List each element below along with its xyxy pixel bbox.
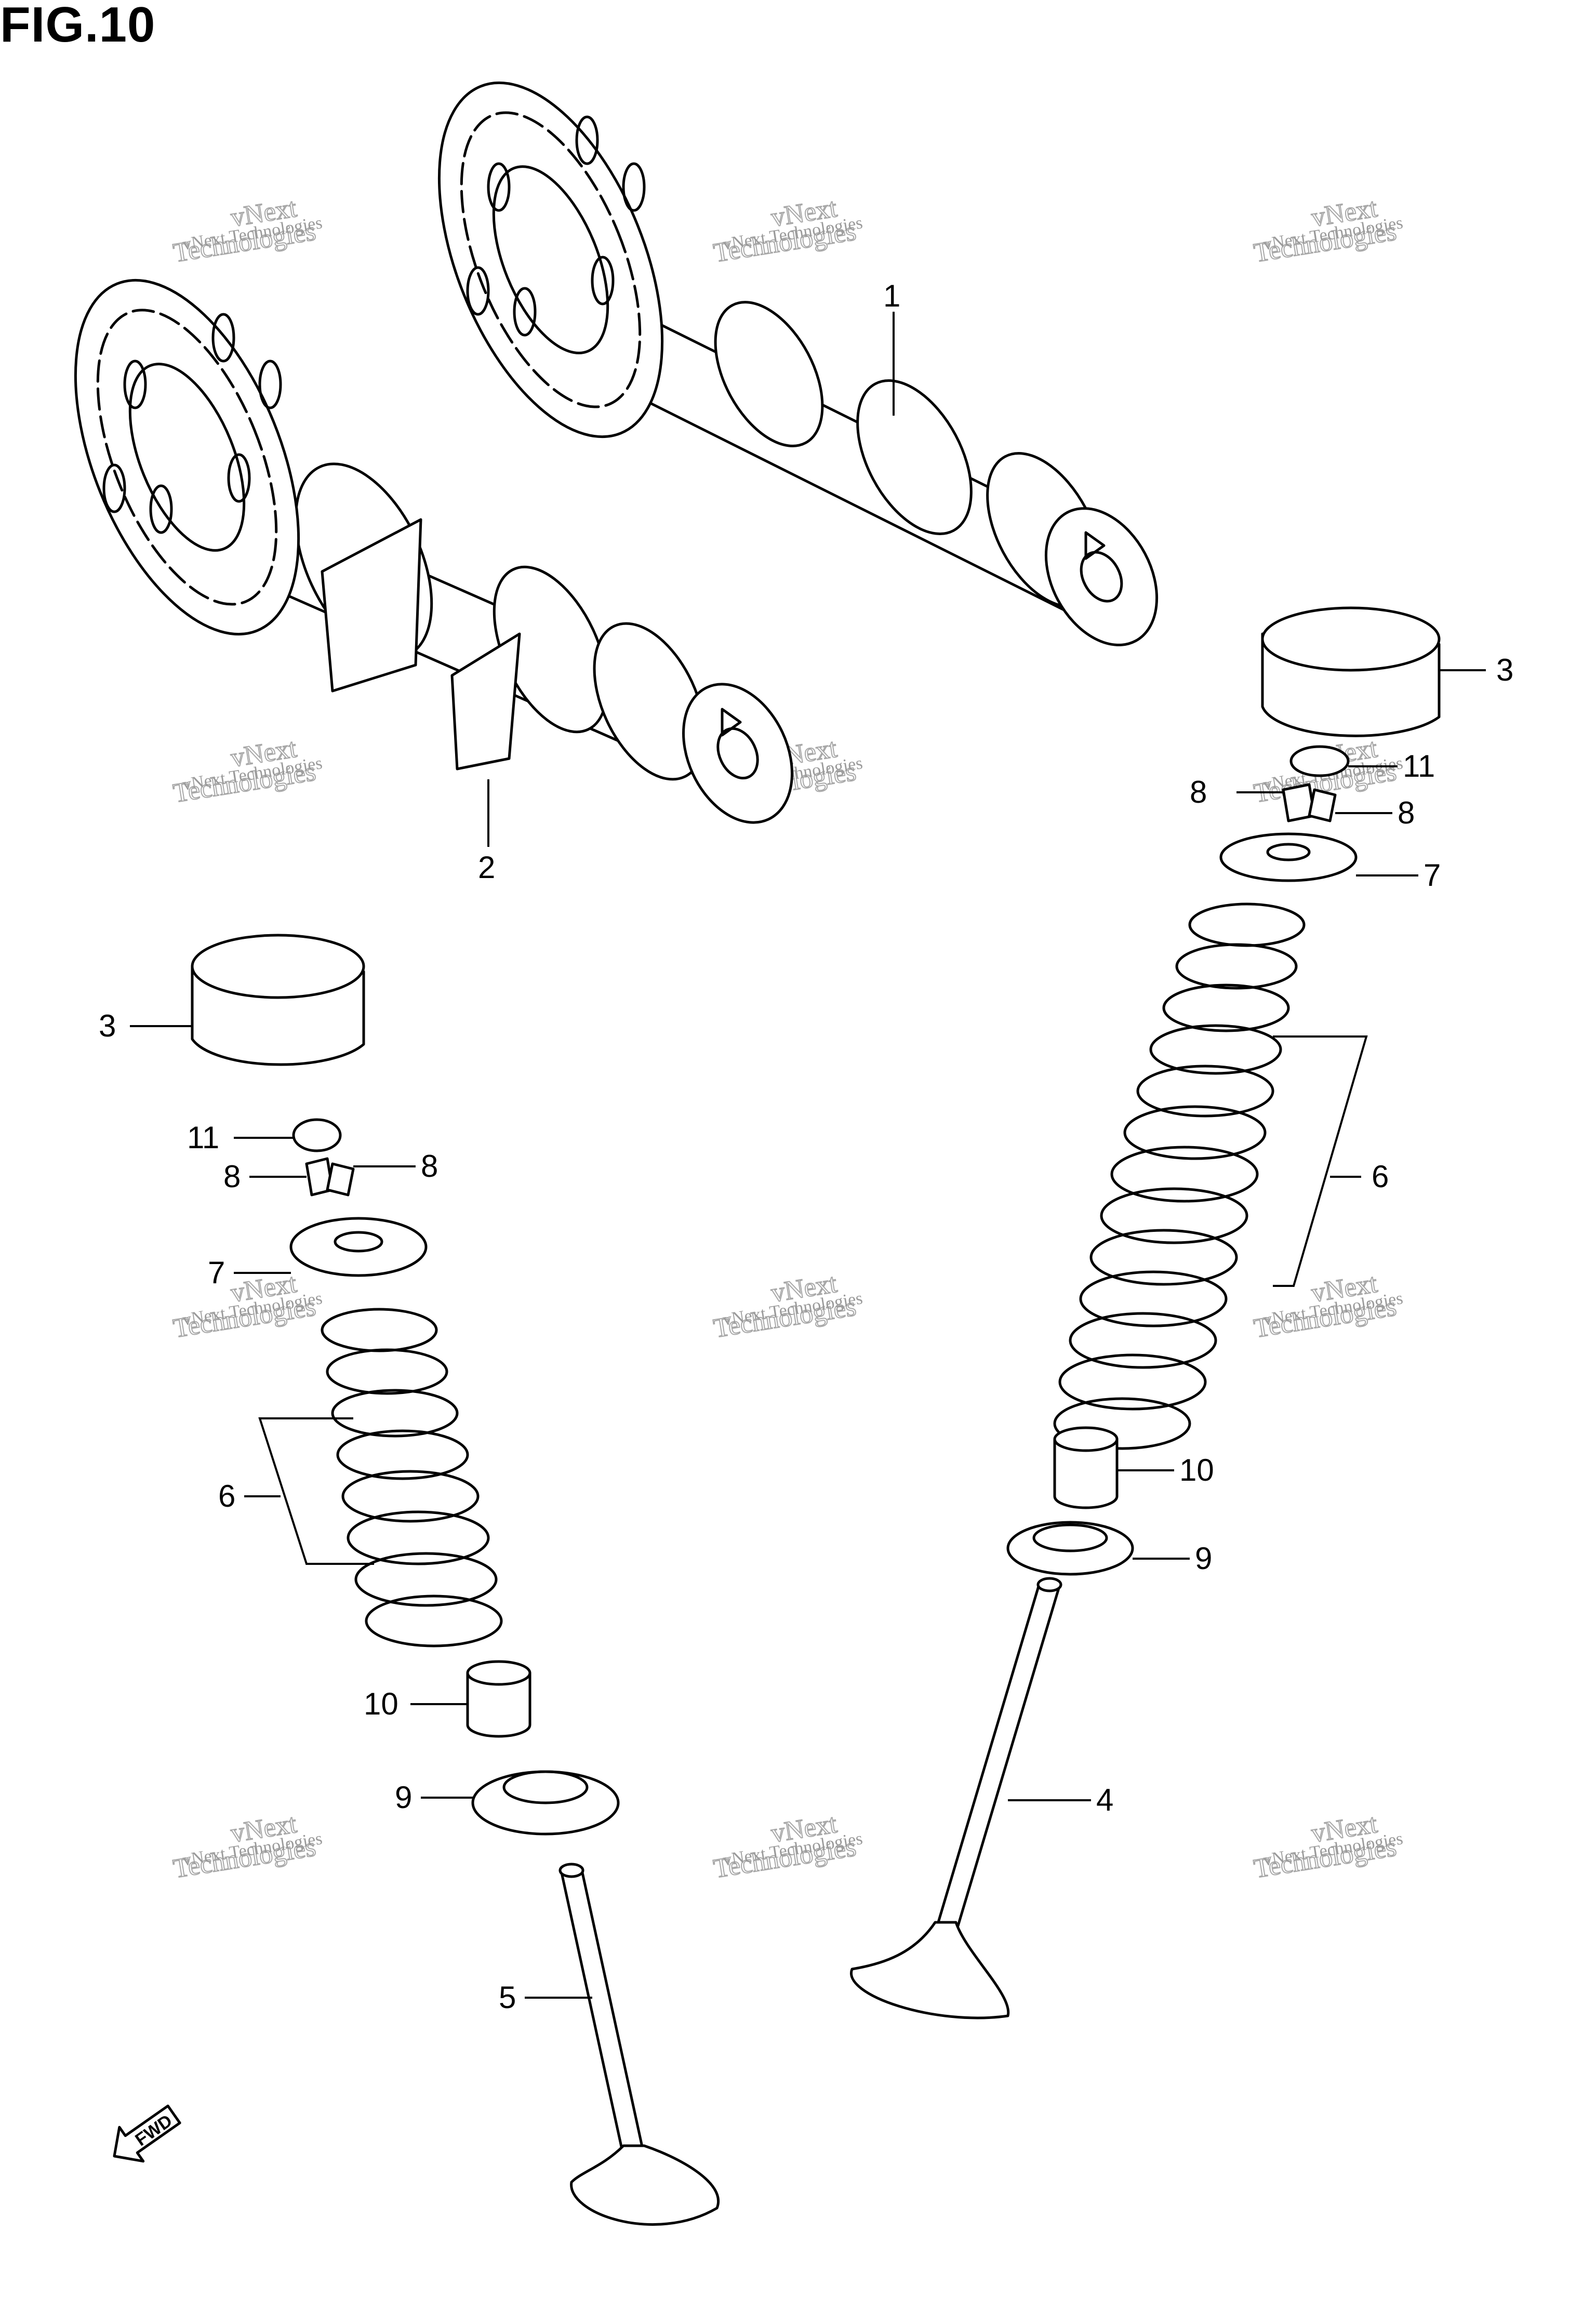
watermark-r4c1: Technologies vNext Technologies vNext bbox=[171, 1809, 324, 1884]
callout-6-right: 6 bbox=[1372, 1159, 1389, 1194]
callout-4: 4 bbox=[1096, 1783, 1113, 1817]
callout-layer: 1 2 3 3 4 5 6 6 7 7 8 8 bbox=[99, 278, 1513, 2015]
camshaft-intake bbox=[74, 278, 793, 824]
watermark-r4c3: Technologies vNext Technologies vNext bbox=[1252, 1809, 1404, 1884]
fwd-marker: FWD bbox=[113, 2104, 181, 2163]
callout-7-left: 7 bbox=[208, 1255, 225, 1290]
valve-assembly-right bbox=[850, 606, 1441, 2019]
figure-title: FIG.10 bbox=[0, 0, 156, 52]
callout-3-left: 3 bbox=[99, 1008, 116, 1043]
callout-8-left-b: 8 bbox=[421, 1149, 438, 1184]
callout-8-left-a: 8 bbox=[223, 1159, 241, 1194]
callout-8-right-a: 8 bbox=[1190, 775, 1207, 809]
callout-3-right: 3 bbox=[1496, 653, 1513, 687]
callout-11-left: 11 bbox=[187, 1120, 219, 1155]
watermark-r2c1: Technologies vNext Technologies vNext bbox=[171, 733, 324, 809]
callout-10-right: 10 bbox=[1179, 1453, 1214, 1487]
callout-9-left: 9 bbox=[395, 1780, 412, 1815]
camshaft-exhaust bbox=[437, 81, 1159, 646]
callout-11-right: 11 bbox=[1403, 749, 1435, 783]
watermark-r4c2: Technologies vNext Technologies vNext bbox=[711, 1809, 864, 1884]
watermark-r3c1: Technologies vNext Technologies vNext bbox=[171, 1268, 324, 1344]
forward-arrow-icon bbox=[113, 2104, 181, 2163]
callout-6-left: 6 bbox=[218, 1479, 235, 1513]
valve-assembly-left bbox=[191, 934, 720, 2226]
callout-9-right: 9 bbox=[1195, 1541, 1212, 1576]
callout-5: 5 bbox=[499, 1980, 516, 2015]
callout-8-right-b: 8 bbox=[1398, 795, 1415, 830]
spring-coils-right bbox=[1053, 902, 1306, 1450]
watermark-r1c2: Technologies vNext Technologies vNext bbox=[711, 193, 864, 269]
callout-10-left: 10 bbox=[364, 1686, 398, 1721]
watermark-r1c3: Technologies vNext Technologies vNext bbox=[1252, 193, 1404, 269]
watermark-r3c2: Technologies vNext Technologies vNext bbox=[711, 1268, 864, 1344]
watermark-r1c1: Technologies vNext Technologies vNext bbox=[171, 193, 324, 269]
callout-1: 1 bbox=[883, 278, 900, 313]
spring-coils-left bbox=[321, 1308, 503, 1647]
callout-2: 2 bbox=[478, 850, 495, 885]
watermark-r3c3: Technologies vNext Technologies vNext bbox=[1252, 1268, 1404, 1344]
callout-7-right: 7 bbox=[1424, 858, 1441, 893]
